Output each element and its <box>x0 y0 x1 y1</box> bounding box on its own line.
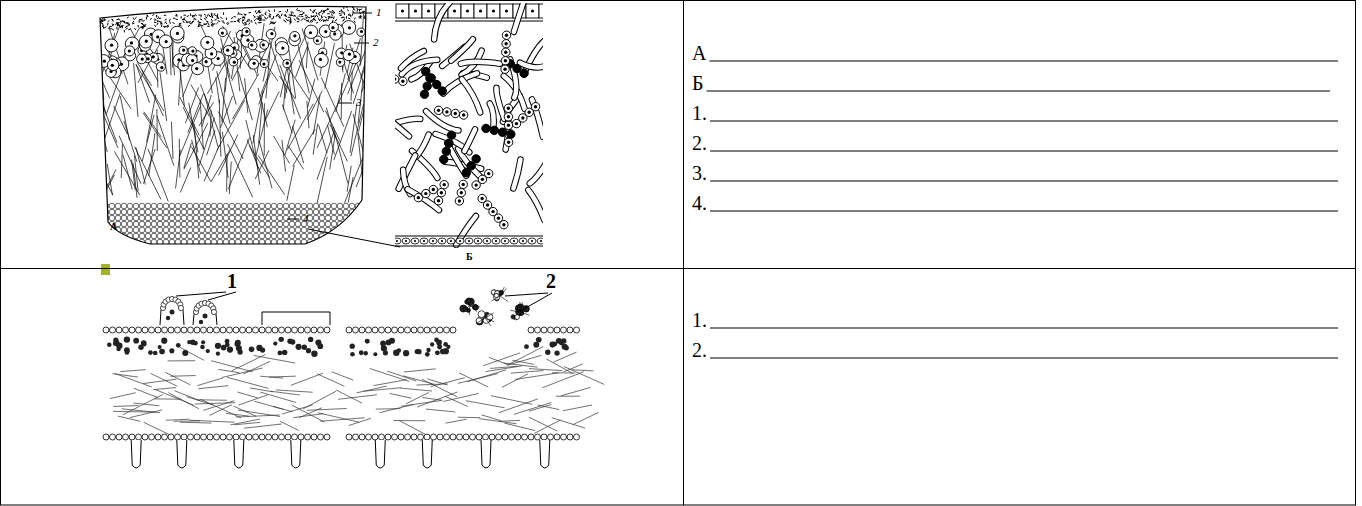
answer-label: 3. <box>692 163 707 183</box>
leader-lines <box>176 13 552 310</box>
answer-label: 2. <box>692 340 707 360</box>
thallus-outline <box>100 6 366 244</box>
answer-blank <box>709 61 1338 62</box>
homeomerous-thallus <box>395 3 543 246</box>
table-border <box>0 268 1356 269</box>
callout-number: 2 <box>546 271 556 291</box>
answer-blank <box>710 121 1338 122</box>
answer-label: 1. <box>692 310 707 330</box>
answer-blank <box>710 328 1338 329</box>
answer-label: 4. <box>692 193 707 213</box>
callout-number: 1 <box>376 7 382 18</box>
answer-blank <box>710 211 1338 212</box>
answer-blank <box>706 91 1330 92</box>
answer-label: Б <box>692 73 703 93</box>
callout-number: 1 <box>227 271 237 291</box>
soredia-section <box>320 287 604 468</box>
callout-number: 4 <box>303 213 309 224</box>
callout-number: 3 <box>356 97 362 108</box>
table-border <box>683 0 684 505</box>
heteromerous-thallus <box>68 6 403 245</box>
answer-label: А <box>692 43 706 63</box>
callout-number: 2 <box>373 37 379 48</box>
answer-label: 1. <box>692 103 707 123</box>
answer-blanks <box>706 61 1338 358</box>
highlight-square <box>101 264 110 275</box>
answer-blank <box>710 151 1338 152</box>
isidia-section <box>103 296 359 468</box>
answer-blank <box>710 181 1338 182</box>
answer-blank <box>710 358 1338 359</box>
figure-letter: Б <box>466 252 473 262</box>
figure-letter: А <box>110 222 117 232</box>
answer-label: 2. <box>692 133 707 153</box>
